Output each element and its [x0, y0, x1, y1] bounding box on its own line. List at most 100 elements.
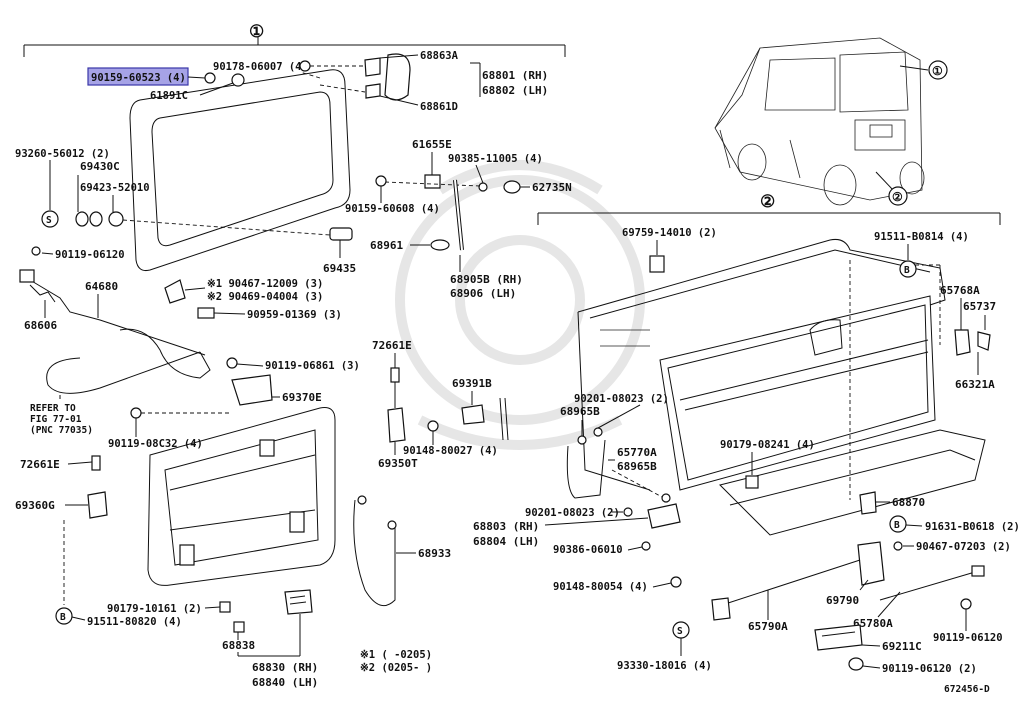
part-68801: 68801 (RH) [482, 69, 548, 82]
part-69759: 69759-14010 (2) [622, 227, 717, 239]
part-69790: 69790 [826, 594, 859, 607]
part-90201b: 90201-08023 (2) [525, 507, 620, 519]
part-90386: 90386-06010 [553, 544, 623, 556]
part-90469: ※2 90469-04004 (3) [207, 291, 323, 303]
sealant-letter-2: S [677, 626, 683, 637]
part-91511b: 91511-B0814 (4) [874, 231, 969, 243]
bottom-left-parts: B 90179-10161 (2) 91511-80820 (4) 68838 … [55, 520, 432, 689]
part-91631: 91631-B0618 (2) [925, 521, 1020, 533]
glass-hinge-parts: 93260-56012 (2) S 69430C 69423-52010 694… [15, 148, 356, 275]
part-69370e: 69370E [282, 391, 322, 404]
nut-icon [299, 60, 311, 72]
part-93330: 93330-18016 (4) [617, 660, 712, 672]
part-90467b: 90467-07203 (2) [916, 541, 1011, 553]
refer-line-3: (PNC 77035) [30, 425, 93, 436]
part-69391b: 69391B [452, 377, 492, 390]
part-69435: 69435 [323, 262, 356, 275]
part-90119b: 90119-06861 (3) [265, 360, 360, 372]
sealant-symbol [41, 210, 59, 228]
right-group-parts: 69759-14010 (2) 91511-B0814 (4) B 65768A… [473, 227, 1020, 695]
part-68840: 68840 (LH) [252, 676, 318, 689]
part-69360g: 69360G [15, 499, 55, 512]
top-left-parts: 90159-60523 (4) 61891C 90178-06007 (4) 6… [87, 50, 548, 113]
refer-line-2: FIG 77-01 [30, 414, 82, 425]
hinge-cover-icon [384, 53, 411, 101]
note-1: ※1 ( -0205) [360, 649, 432, 661]
part-65737: 65737 [963, 300, 996, 313]
diagram-id: 672456-D [944, 684, 990, 695]
part-90119d: 90119-06120 [933, 632, 1003, 644]
part-69211c: 69211C [882, 640, 922, 653]
sealant-letter: S [46, 215, 52, 226]
part-90148b: 90148-80054 (4) [553, 581, 648, 593]
part-90148a: 90148-80027 (4) [403, 445, 498, 457]
highlight-box [87, 67, 189, 86]
part-68905b: 68905B (RH) [450, 273, 523, 286]
part-65770a: 65770A [617, 446, 657, 459]
glass-stopper-icon [329, 227, 353, 241]
hinge-plate-icon [364, 57, 381, 77]
part-68965b-b: 68965B [617, 460, 657, 473]
part-90959: 90959-01369 (3) [247, 309, 342, 321]
part-90119e: 90119-06120 (2) [882, 663, 977, 675]
door-inner-panel [147, 407, 336, 586]
bolt-symbol-b [55, 607, 73, 625]
part-68863a: 68863A [420, 50, 459, 62]
part-68906: 68906 (LH) [450, 287, 516, 300]
part-65790a: 65790A [748, 620, 788, 633]
group-2-label: ② [760, 192, 775, 212]
part-90385: 90385-11005 (4) [448, 153, 543, 165]
part-90179b: 90179-08241 (4) [720, 439, 815, 451]
bolt-letter-b3: B [894, 520, 900, 531]
part-68965b-a: 68965B [560, 405, 600, 418]
part-68802: 68802 (LH) [482, 84, 548, 97]
tailgate-panel [577, 239, 986, 536]
part-69430c: 69430C [80, 160, 120, 173]
part-69423: 69423-52010 [80, 182, 150, 194]
vehicle-callout-1: ① [932, 64, 943, 78]
part-62735n: 62735N [532, 181, 572, 194]
part-91511a: 91511-80820 (4) [87, 616, 182, 628]
part-93260: 93260-56012 (2) [15, 148, 110, 160]
part-65780a: 65780A [853, 617, 893, 630]
part-68961: 68961 [370, 239, 403, 252]
part-68933: 68933 [418, 547, 451, 560]
part-61891c: 61891C [150, 90, 188, 102]
part-68830: 68830 (RH) [252, 661, 318, 674]
bracket-icon [231, 73, 245, 87]
part-68838: 68838 [222, 639, 255, 652]
part-90467: ※1 90467-12009 (3) [207, 278, 323, 290]
screw-icon [204, 72, 216, 84]
part-69350t: 69350T [378, 457, 418, 470]
note-2: ※2 (0205- ) [360, 662, 432, 674]
bolt-letter-b2: B [904, 265, 910, 276]
part-highlighted: 90159-60523 (4) [91, 72, 186, 84]
bolt-letter-b: B [60, 612, 66, 623]
glass-panel [129, 69, 351, 271]
release-cable-parts: 64680 68606 REFER TO FIG 77-01 (PNC 7703… [19, 269, 230, 450]
lock-assembly-parts: 72661E 69391B 90148-80027 (4) 69350T 726… [15, 339, 509, 607]
part-90201a: 90201-08023 (2) [574, 393, 669, 405]
refer-line-1: REFER TO [30, 403, 76, 414]
part-68804: 68804 (LH) [473, 535, 539, 548]
opener-parts: ※1 90467-12009 (3) ※2 90469-04004 (3) 90… [164, 278, 360, 406]
part-68861d: 68861D [420, 101, 458, 113]
part-68870: 68870 [892, 496, 925, 509]
part-90178: 90178-06007 (4) [213, 61, 308, 73]
part-65768a: 65768A [940, 284, 980, 297]
part-90159b: 90159-60608 (4) [345, 203, 440, 215]
lock-icon [231, 374, 273, 406]
part-72661e-left: 72661E [20, 458, 60, 471]
part-68803: 68803 (RH) [473, 520, 539, 533]
group-1-bracket: ① [23, 22, 566, 57]
vehicle-callout-2: ② [892, 190, 903, 204]
damper-stay-parts: 61655E 90385-11005 (4) 62735N 90159-6060… [345, 138, 572, 300]
vehicle-illustration: ① ② [714, 37, 948, 206]
part-66321a: 66321A [955, 378, 995, 391]
part-64680: 64680 [85, 280, 118, 293]
part-90179a: 90179-10161 (2) [107, 603, 202, 615]
part-90119a: 90119-06120 [55, 249, 125, 261]
part-61655e: 61655E [412, 138, 452, 151]
